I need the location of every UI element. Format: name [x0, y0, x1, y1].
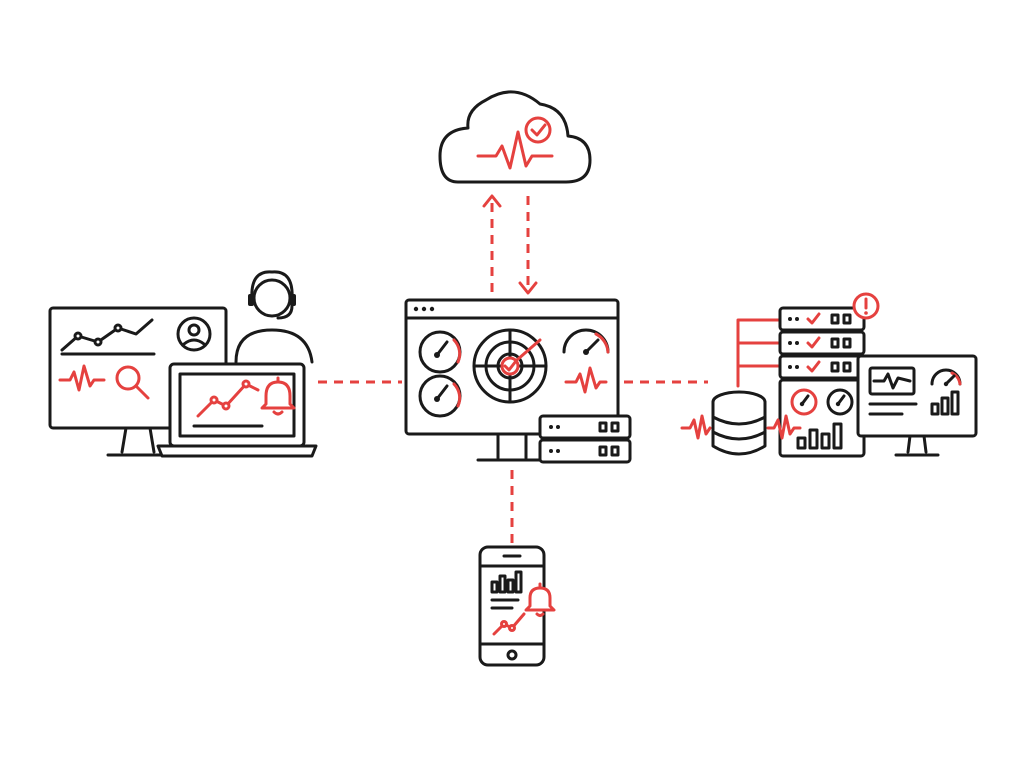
server-rack-icon	[680, 292, 978, 458]
bar-chart-icon	[930, 390, 960, 416]
check-icon	[806, 360, 821, 373]
cloud-pulse-line	[476, 130, 554, 170]
smartphone-alert-icon	[478, 545, 556, 667]
headset-person-icon	[234, 270, 314, 364]
warning-alert-icon	[852, 292, 880, 320]
desktop-monitor-icon	[856, 354, 978, 457]
bar-chart-icon	[796, 422, 843, 450]
gauge-icon	[930, 368, 962, 387]
check-icon	[806, 312, 821, 325]
support-agent-icon	[48, 270, 318, 458]
check-icon	[806, 336, 821, 349]
gauge-icon	[418, 374, 462, 418]
pulse-line	[872, 372, 912, 390]
database-icon	[711, 390, 767, 456]
gauge-icon	[790, 388, 818, 416]
heartbeat-line	[58, 364, 106, 392]
cloud-heartbeat-icon	[438, 90, 592, 184]
radar-target-icon	[472, 328, 548, 404]
notification-bell-icon	[524, 582, 556, 617]
gauge-icon	[562, 328, 610, 355]
connector-cloud-to-dashboard	[518, 196, 538, 295]
laptop-icon	[168, 362, 306, 448]
gauge-icon	[418, 330, 462, 374]
connector-dashboard-to-cloud	[482, 194, 502, 292]
cloud-check-icon	[524, 116, 552, 144]
dashboard-monitor-icon	[404, 298, 632, 464]
server-stack-icon	[538, 414, 632, 464]
notification-bell-icon	[260, 376, 296, 416]
heartbeat-line	[766, 414, 802, 440]
dashboard-pulse-line	[564, 366, 608, 394]
magnifier-icon	[115, 365, 150, 400]
user-avatar-icon	[176, 316, 212, 352]
heartbeat-line	[680, 414, 712, 440]
rising-trend-icon	[492, 612, 526, 636]
bar-chart-icon	[490, 570, 523, 594]
gauge-icon	[826, 388, 854, 416]
